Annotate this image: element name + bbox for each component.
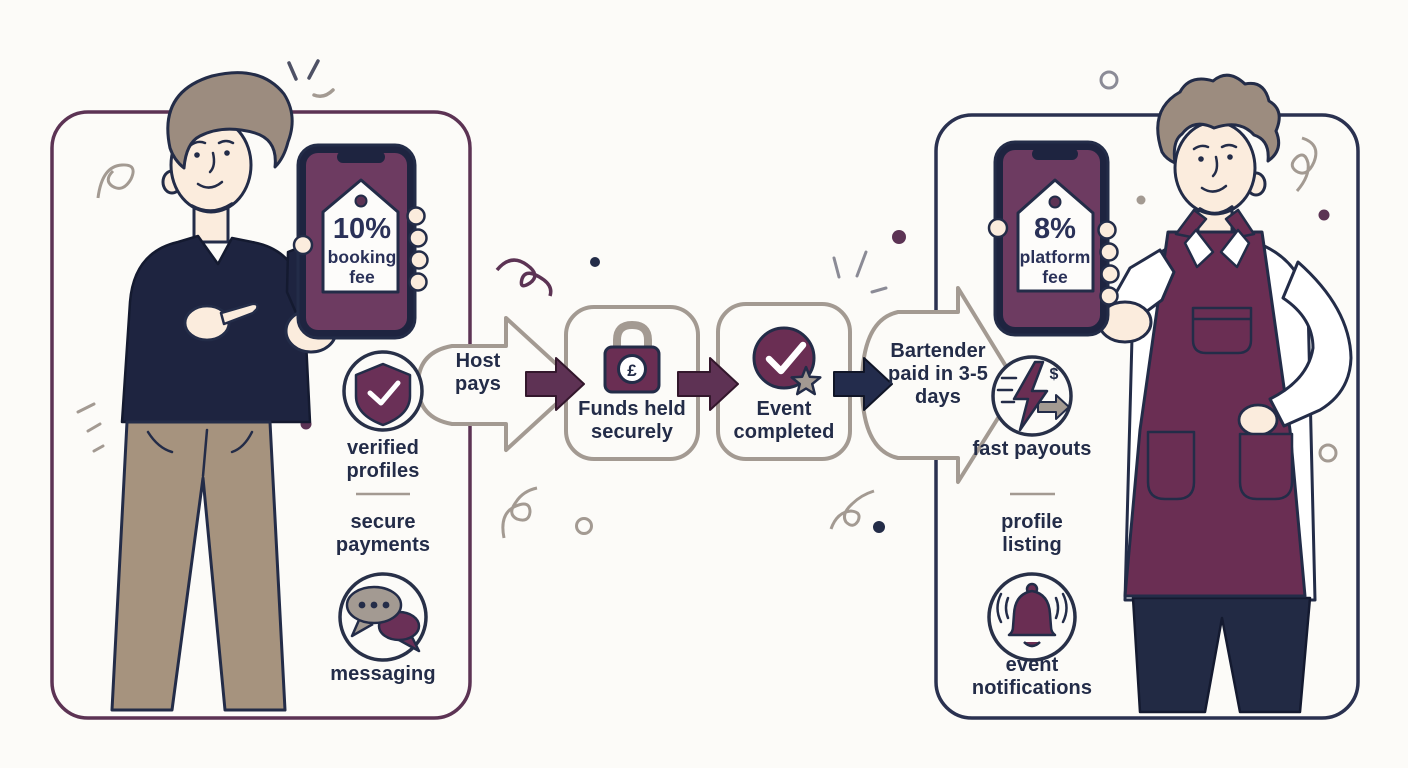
sparkle-icon bbox=[86, 422, 102, 433]
phone-left-notch bbox=[337, 151, 385, 163]
chat-bubbles-icon bbox=[338, 572, 428, 662]
feature-fast-payouts: fast payouts bbox=[972, 438, 1092, 460]
platform-fee-word2: fee bbox=[1042, 267, 1068, 287]
host-pants bbox=[110, 420, 287, 712]
host-fingers bbox=[292, 206, 429, 292]
dot-icon bbox=[873, 521, 885, 533]
feature-event-notifications: event notifications bbox=[971, 654, 1093, 699]
host-pointing-hand bbox=[183, 304, 231, 342]
booking-fee-word2: fee bbox=[349, 267, 375, 287]
sparkle-icon bbox=[307, 59, 320, 80]
lightning-payout-icon: $ bbox=[991, 355, 1073, 437]
host-hair bbox=[166, 71, 294, 170]
phone-right-notch bbox=[1032, 148, 1078, 160]
host-pointing-finger bbox=[219, 302, 259, 326]
bell-icon bbox=[987, 572, 1077, 662]
phone-left bbox=[292, 143, 429, 340]
dot-icon bbox=[1136, 195, 1146, 205]
flow-step-bartender-paid: Bartender paid in 3-5 days bbox=[888, 340, 989, 408]
bartender-apron bbox=[1123, 230, 1307, 598]
ring-icon bbox=[1318, 443, 1338, 463]
pound-icon: £ bbox=[627, 361, 637, 380]
sparkle-icon bbox=[92, 444, 105, 453]
platform-fee-percent: 8% bbox=[1033, 213, 1077, 245]
sparkle-icon bbox=[287, 61, 298, 81]
bartender-arm-akimbo bbox=[1268, 260, 1353, 428]
sparkle-icon bbox=[832, 256, 841, 279]
squiggle-icon bbox=[829, 489, 875, 530]
confetti-decorations bbox=[76, 59, 1338, 539]
flow-arrow-solid-1 bbox=[525, 357, 585, 411]
bartender-pants bbox=[1131, 596, 1312, 714]
squiggle-icon bbox=[495, 258, 553, 297]
phone-right bbox=[987, 140, 1120, 337]
sparkle-icon bbox=[312, 88, 335, 98]
bartender-hand-pocket bbox=[1237, 403, 1279, 437]
bartender-illustration bbox=[1097, 73, 1353, 714]
payout-arrow-icon bbox=[1037, 394, 1070, 420]
sparkle-icon bbox=[76, 402, 96, 414]
feature-secure-payments: secure payments bbox=[335, 511, 431, 556]
platform-fee-word1: platform bbox=[1019, 247, 1091, 267]
star-icon bbox=[790, 365, 822, 396]
booking-fee-word1: booking bbox=[327, 247, 397, 267]
dot-icon bbox=[1318, 209, 1330, 221]
bartender-fingers bbox=[987, 217, 1120, 306]
bartender-paid-arrow-outline bbox=[860, 286, 1020, 484]
shirt-collar bbox=[1219, 228, 1251, 269]
shield-check-icon bbox=[342, 350, 424, 432]
apron-pocket-left bbox=[1146, 430, 1196, 501]
apron-strap bbox=[1174, 208, 1208, 239]
flow-step-funds-held: Funds held securely bbox=[578, 398, 686, 443]
squiggle-icon bbox=[1290, 136, 1318, 192]
dot-icon bbox=[590, 257, 600, 267]
feature-profile-listing: profile listing bbox=[1001, 511, 1063, 556]
flow-arrow-solid-3 bbox=[833, 357, 893, 411]
ring-icon bbox=[1099, 70, 1119, 90]
apron-chest-pocket bbox=[1191, 306, 1253, 355]
bolt-icon bbox=[1012, 360, 1049, 432]
sparkle-icon bbox=[870, 286, 888, 294]
flow-step-host-pays: Host pays bbox=[455, 350, 501, 395]
price-tag-right bbox=[1016, 178, 1095, 293]
price-tag-left bbox=[321, 178, 400, 294]
lock-icon: £ bbox=[603, 320, 661, 394]
dollar-icon: $ bbox=[1050, 366, 1059, 383]
feature-verified-profiles: verified profiles bbox=[346, 437, 420, 482]
shirt-collar bbox=[1183, 228, 1215, 269]
ring-icon bbox=[575, 517, 593, 535]
host-illustration bbox=[110, 71, 338, 712]
flow-step-event-completed: Event completed bbox=[733, 398, 835, 443]
squiggle-icon bbox=[501, 486, 538, 539]
apron-pocket-right bbox=[1238, 432, 1294, 501]
feature-messaging: messaging bbox=[330, 663, 436, 685]
dot-icon bbox=[892, 230, 906, 244]
booking-fee-percent: 10% bbox=[332, 213, 392, 245]
check-star-icon bbox=[752, 326, 822, 396]
price-tag-left-hole bbox=[354, 194, 368, 208]
flow-arrow-solid-2 bbox=[677, 357, 739, 411]
bartender-face bbox=[1173, 120, 1257, 216]
price-tag-right-hole bbox=[1048, 195, 1062, 209]
sparkle-icon bbox=[855, 250, 868, 278]
bartender-hair bbox=[1156, 73, 1281, 165]
squiggle-icon bbox=[96, 163, 135, 199]
